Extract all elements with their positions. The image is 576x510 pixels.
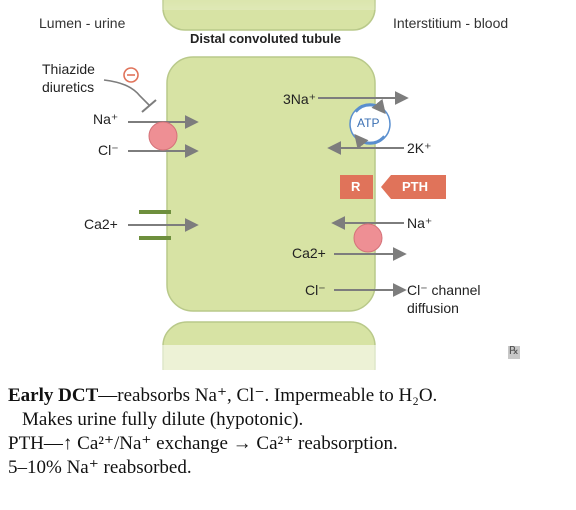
tubule-title: Distal convoluted tubule <box>190 31 341 46</box>
na-left-label: Na⁺ <box>93 111 119 127</box>
cell-top-fade <box>155 0 385 10</box>
r-box-label: R <box>351 179 361 194</box>
atp-ring-arc-2 <box>354 133 385 150</box>
cl-mid-label: Cl⁻ <box>305 282 326 298</box>
cl-channel-label: Cl⁻ channel <box>407 282 481 298</box>
pth-box-label: PTH <box>402 179 428 194</box>
ca-left-label: Ca2+ <box>84 216 118 232</box>
caption-line-3: PTH—↑ Ca²⁺/Na⁺ exchange → Ca²⁺ reabsorpt… <box>8 433 398 454</box>
thiazide-inhibit-bar <box>141 99 157 113</box>
na-right-label: Na⁺ <box>407 215 433 231</box>
diffusion-label: diffusion <box>407 300 459 316</box>
atp-label: ATP <box>357 116 380 130</box>
pth-box <box>381 175 446 199</box>
nacl-cotransporter <box>148 121 178 151</box>
caption-heading: Early DCT <box>8 385 99 406</box>
caption-line-1: Early DCT—reabsorbs Na⁺, Cl⁻. Impermeabl… <box>8 384 568 408</box>
dct-diagram: Lumen - urine Interstitium - blood Dista… <box>39 0 520 370</box>
rx-badge-box <box>508 346 520 359</box>
atp-ring-arc-1 <box>355 98 386 115</box>
cell-body <box>166 56 376 312</box>
cl-left-label: Cl⁻ <box>98 142 119 158</box>
r-receptor-box <box>340 175 373 199</box>
caption-line-4: 5–10% Na⁺ reabsorbed. <box>8 457 192 478</box>
caption-line-2: Makes urine fully dilute (hypotonic). <box>22 409 304 430</box>
lumen-label: Lumen - urine <box>39 15 126 31</box>
cell-bottom-fade-2 <box>155 345 385 370</box>
ca-na-exchanger <box>353 223 383 253</box>
caption: Early DCT—reabsorbs Na⁺, Cl⁻. Impermeabl… <box>8 384 568 480</box>
interstitium-label: Interstitium - blood <box>393 15 509 31</box>
dct-diagram-svg <box>103 0 520 370</box>
diuretics-label: diuretics <box>42 79 95 95</box>
three-na-label: 3Na⁺ <box>283 91 317 107</box>
rx-badge-icon: ℞ <box>509 345 519 357</box>
caption-line-1-text: —reabsorbs Na⁺, Cl⁻. Impermeable to H₂O. <box>98 385 438 406</box>
thiazide-inhibit-line <box>103 79 151 107</box>
two-k-label: 2K⁺ <box>407 140 432 156</box>
thiazide-label: Thiazide <box>42 61 95 77</box>
ca-mid-label: Ca2+ <box>292 245 326 261</box>
